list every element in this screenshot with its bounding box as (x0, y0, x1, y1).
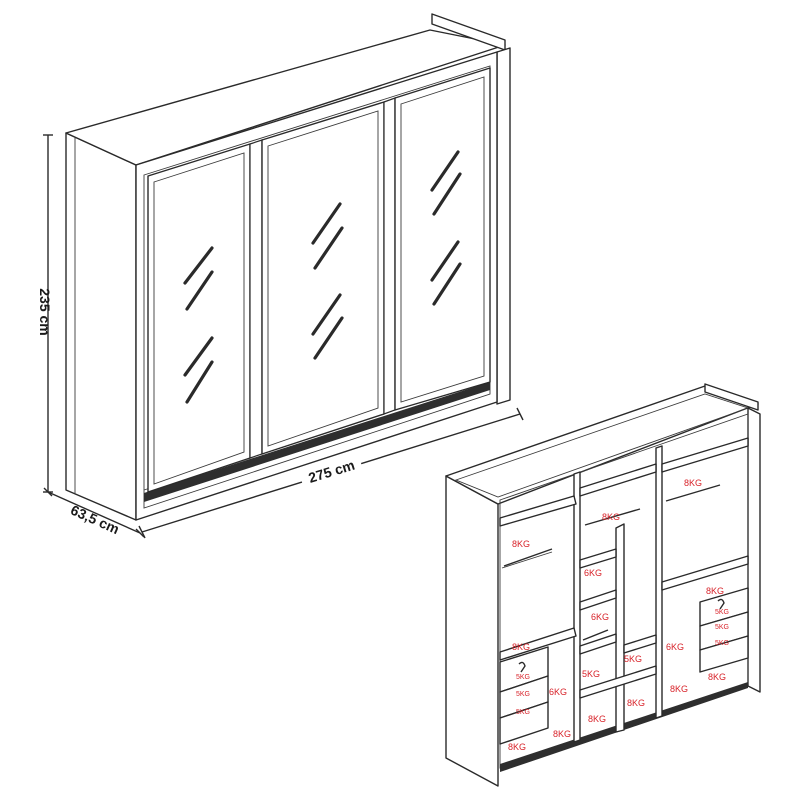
kg-label: 8KG (512, 642, 530, 652)
kg-label: 5KG (582, 669, 600, 679)
kg-label: 8KG (512, 539, 530, 549)
kg-label: 6KG (666, 642, 684, 652)
kg-label: 8KG (708, 672, 726, 682)
height-label: 235 cm (37, 288, 53, 335)
mirror-door-left (147, 143, 251, 493)
closed-wardrobe: 235 cm 63,5 cm 275 cm (37, 13, 524, 539)
pointer-icon (717, 598, 725, 610)
left-side-panel (65, 132, 137, 521)
kg-label: 8KG (706, 586, 724, 596)
open-left-side-panel (445, 475, 499, 787)
kg-label: 6KG (584, 568, 602, 578)
kg-label: 8KG (602, 512, 620, 522)
kg-label: 8KG (508, 742, 526, 752)
partition-2 (655, 445, 663, 719)
kg-label: 8KG (627, 698, 645, 708)
pointer-icon (518, 661, 526, 673)
kg-label: 6KG (591, 612, 609, 622)
kg-label: 5KG (715, 609, 729, 616)
mirror-door-center (261, 101, 385, 455)
kg-label: 5KG (715, 640, 729, 647)
kg-label: 8KG (588, 714, 606, 724)
partition-center (615, 523, 625, 733)
kg-label: 8KG (553, 729, 571, 739)
mirror-reflections (183, 150, 462, 404)
kg-label: 8KG (684, 478, 702, 488)
partition-1 (573, 471, 581, 743)
open-wardrobe: 8KG 8KG 5KG 5KG 5KG 8KG 8KG 6KG 6KG 6KG … (445, 383, 761, 787)
kg-label: 6KG (549, 687, 567, 697)
kg-label: 8KG (670, 684, 688, 694)
kg-label: 5KG (624, 654, 642, 664)
mirror-door-right (394, 67, 491, 411)
height-dimension: 235 cm (37, 134, 53, 493)
kg-label: 5KG (516, 709, 530, 716)
bottom-rail (144, 382, 490, 502)
kg-label: 5KG (516, 674, 530, 681)
load-labels: 8KG 8KG 5KG 5KG 5KG 8KG 8KG 6KG 6KG 6KG … (508, 478, 729, 752)
right-side-edge (496, 47, 511, 405)
kg-label: 5KG (516, 691, 530, 698)
kg-label: 5KG (715, 624, 729, 631)
open-right-side-panel (747, 407, 761, 693)
